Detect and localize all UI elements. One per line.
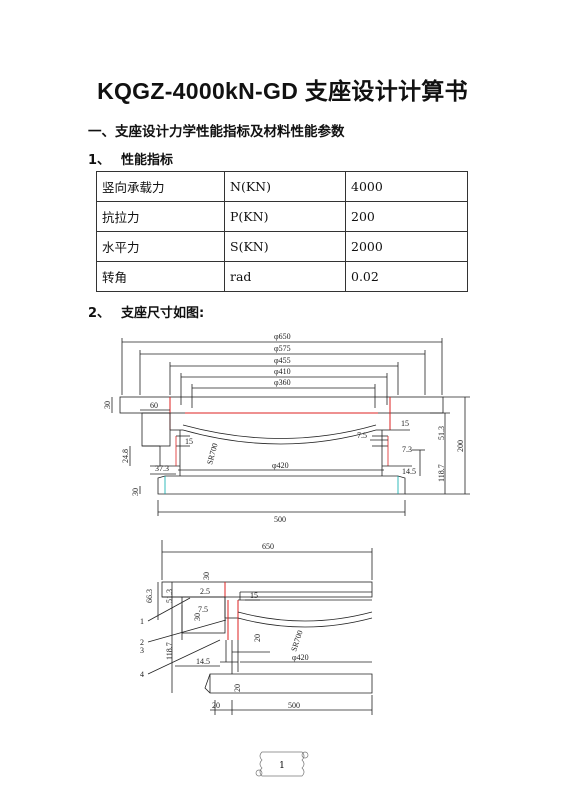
dim-label: 30 <box>103 401 112 409</box>
dim-label: φ455 <box>274 356 291 365</box>
table-row: 转角 rad 0.02 <box>96 261 468 292</box>
dim-label: 37.3 <box>155 464 169 473</box>
dim-label: 30 <box>131 488 140 496</box>
dim-label: 20 <box>233 684 242 692</box>
dim-label: 118.7 <box>437 464 446 482</box>
dim-label: φ420 <box>272 461 289 470</box>
subsection-number: 1、 <box>88 153 111 168</box>
table-cell: rad <box>224 261 346 292</box>
dim-label: SR700 <box>289 629 304 653</box>
dim-label: φ575 <box>274 344 291 353</box>
callout-label-1: 1 <box>140 617 144 626</box>
dim-label: 650 <box>262 542 274 551</box>
table-row: 竖向承载力 N(KN) 4000 <box>96 171 468 202</box>
dim-label: 2.5 <box>200 587 210 596</box>
callout-label-3: 3 <box>140 646 144 655</box>
table-cell: 抗拉力 <box>96 201 225 232</box>
subsection-heading-dimensions: 2、支座尺寸如图: <box>88 302 204 321</box>
table-cell: 转角 <box>96 261 225 292</box>
table-cell: P(KN) <box>224 201 346 232</box>
dim-label: 14.5 <box>402 467 416 476</box>
dim-label: 500 <box>274 515 286 524</box>
bearing-detail-drawing <box>147 540 373 715</box>
dim-label: 118.7 <box>165 642 174 660</box>
dim-label: 500 <box>288 701 300 710</box>
callout-label-4: 4 <box>140 670 144 679</box>
dim-label: 51.3 <box>165 589 174 603</box>
table-cell: 2000 <box>345 231 468 262</box>
dim-label: 7.5 <box>357 431 367 440</box>
table-cell: 0.02 <box>345 261 468 292</box>
dim-label: 15 <box>250 591 258 600</box>
subsection-heading-performance: 1、性能指标 <box>88 149 173 168</box>
page-number-scroll-icon <box>255 751 309 777</box>
dim-label: 51.3 <box>437 426 446 440</box>
dim-label: 30 <box>202 572 211 580</box>
dim-label: 60 <box>150 401 158 410</box>
table-cell: 竖向承载力 <box>96 171 225 202</box>
subsection-text: 性能指标 <box>121 153 174 168</box>
callout-label-2: 2 <box>140 638 144 647</box>
table-cell: 4000 <box>345 171 468 202</box>
subsection-number: 2、 <box>88 306 111 321</box>
page-number: 1 <box>279 761 285 771</box>
dim-label: 15 <box>401 419 409 428</box>
dim-label: 20 <box>212 701 220 710</box>
dim-label: φ650 <box>274 332 291 341</box>
bearing-section-drawing <box>111 338 470 516</box>
dim-label: 66.3 <box>145 589 154 603</box>
dim-label: 30 <box>193 613 202 621</box>
dim-label: 20 <box>253 634 262 642</box>
dim-label: φ420 <box>292 653 309 662</box>
performance-table: 竖向承载力 N(KN) 4000 抗拉力 P(KN) 200 水平力 S(KN)… <box>96 171 468 292</box>
document-title: KQGZ-4000kN-GD 支座设计计算书 <box>97 78 468 104</box>
dim-label: 14.5 <box>196 657 210 666</box>
dim-label: 15 <box>185 437 193 446</box>
dim-label: 7.5 <box>198 605 208 614</box>
dim-label: 200 <box>456 440 465 452</box>
dim-label: 7.3 <box>402 445 412 454</box>
subsection-text: 支座尺寸如图: <box>121 306 205 321</box>
section-heading: 一、支座设计力学性能指标及材料性能参数 <box>88 124 345 140</box>
dim-label: SR700 <box>205 442 219 465</box>
dim-label: φ410 <box>274 367 291 376</box>
dim-label: φ360 <box>274 378 291 387</box>
dim-label: 24.8 <box>121 449 130 463</box>
